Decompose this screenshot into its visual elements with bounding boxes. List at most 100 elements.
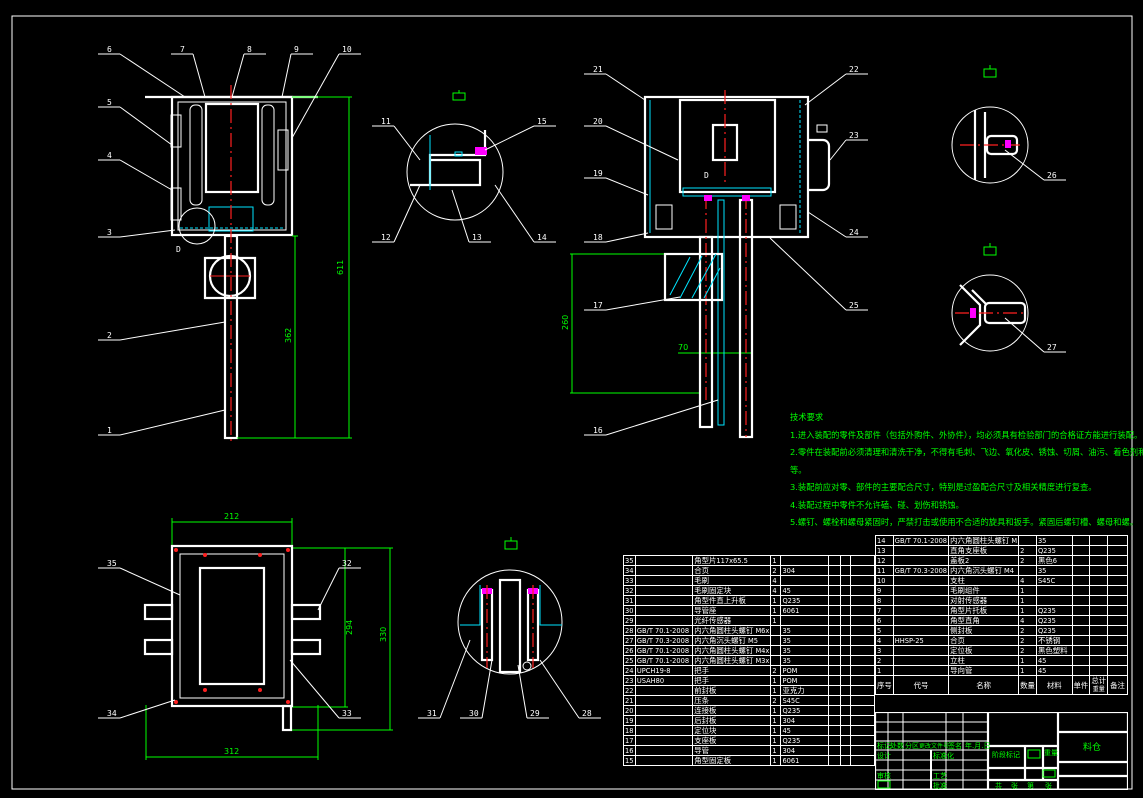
empty-cell — [839, 635, 852, 646]
part-name: 支柱 — [948, 575, 1020, 586]
empty-cell — [1089, 565, 1109, 576]
callout-number: 7 — [180, 45, 185, 54]
drawing-border — [11, 15, 1133, 790]
empty-cell — [1089, 595, 1109, 606]
leader-line — [1004, 149, 1045, 181]
material: 304 — [780, 745, 829, 756]
leader-line — [119, 321, 226, 341]
tb-design: 设计 — [877, 752, 891, 760]
item-no: 35 — [623, 555, 636, 566]
empty-cell — [850, 635, 875, 646]
empty-cell — [827, 585, 841, 596]
leader-line — [439, 639, 471, 719]
empty-cell — [1107, 565, 1128, 576]
callout-10: 10 — [291, 45, 361, 139]
callout-28: 28 — [539, 659, 601, 719]
quantity — [770, 645, 782, 656]
part-name: 导管座 — [692, 605, 772, 616]
empty-cell — [1071, 615, 1091, 626]
callout-2: 2 — [98, 321, 226, 341]
part-name: 角型件直上升板 — [692, 595, 772, 606]
item-no: 4 — [875, 635, 894, 646]
empty-cell — [850, 675, 875, 686]
callout-23: 23 — [829, 131, 868, 161]
material: POM — [780, 665, 829, 676]
part-code — [634, 745, 694, 756]
item-no: 33 — [623, 575, 636, 586]
part-code — [892, 545, 950, 556]
part-code: GB/T 70.1-2008 — [634, 625, 694, 636]
callout-27: 27 — [1004, 317, 1066, 353]
item-no: 23 — [623, 675, 636, 686]
leader-line — [393, 184, 421, 243]
tb-mark: 标记 — [877, 742, 891, 750]
part-code — [892, 575, 950, 586]
callout-13: 13 — [451, 189, 491, 243]
part-name: 光纤传感器 — [692, 615, 772, 626]
leader-line — [291, 53, 340, 139]
empty-cell — [1107, 535, 1128, 546]
leader-line — [769, 237, 847, 311]
empty-cell — [839, 555, 852, 566]
item-no: 13 — [875, 545, 894, 556]
item-no: 5 — [875, 625, 894, 636]
callout-4: 4 — [98, 151, 173, 191]
leader-line — [119, 53, 186, 98]
empty-cell — [1107, 555, 1128, 566]
quantity — [1018, 535, 1037, 546]
header-unit: 单件 — [1071, 675, 1091, 695]
part-name: 支座板 — [692, 735, 772, 746]
part-code — [634, 555, 694, 566]
empty-cell — [850, 645, 875, 656]
callout-number: 9 — [294, 45, 299, 54]
material: POM — [780, 675, 829, 686]
empty-cell — [1089, 665, 1109, 676]
callout-number: 19 — [593, 169, 603, 178]
callout-number: 1 — [107, 426, 112, 435]
dim-330: 330 — [379, 627, 388, 642]
part-name: 侧封板 — [948, 625, 1020, 636]
part-name: 把手 — [692, 665, 772, 676]
bom-header-row: 序号代号名称数量材料单件总计重量备注 — [875, 675, 1128, 695]
material: 黑色6 — [1035, 555, 1073, 566]
material: S45C — [1035, 575, 1073, 586]
callout-number: 33 — [342, 709, 352, 718]
leader-line — [119, 229, 176, 238]
part-name: 立柱 — [948, 655, 1020, 666]
empty-cell — [850, 595, 875, 606]
part-code — [634, 595, 694, 606]
quantity: 1 — [770, 555, 782, 566]
material: Q235 — [1035, 625, 1073, 636]
part-code — [634, 725, 694, 736]
side-section-view — [643, 90, 831, 439]
empty-cell — [1071, 625, 1091, 636]
empty-cell — [1071, 655, 1091, 666]
part-code — [892, 595, 950, 606]
empty-cell — [850, 745, 875, 756]
header-total: 总计 — [1091, 676, 1107, 686]
detail-view-screw-b — [951, 243, 1029, 352]
material: Q235 — [1035, 615, 1073, 626]
callout-number: 26 — [1047, 171, 1057, 180]
part-name: 盖板2 — [948, 555, 1020, 566]
item-no: 1 — [875, 665, 894, 676]
empty-cell — [850, 575, 875, 586]
callout-number: 11 — [381, 117, 391, 126]
empty-cell — [839, 755, 852, 766]
empty-cell — [839, 605, 852, 616]
leader-line — [289, 659, 340, 719]
callout-number: 5 — [107, 98, 112, 107]
callout-26: 26 — [1004, 149, 1066, 181]
requirement-2-cont: 等。 — [790, 464, 807, 475]
callout-22: 22 — [804, 65, 868, 106]
material: 35 — [1035, 565, 1073, 576]
tb-process: 工艺 — [933, 772, 947, 780]
empty-cell — [850, 685, 875, 696]
material: 45 — [780, 585, 829, 596]
